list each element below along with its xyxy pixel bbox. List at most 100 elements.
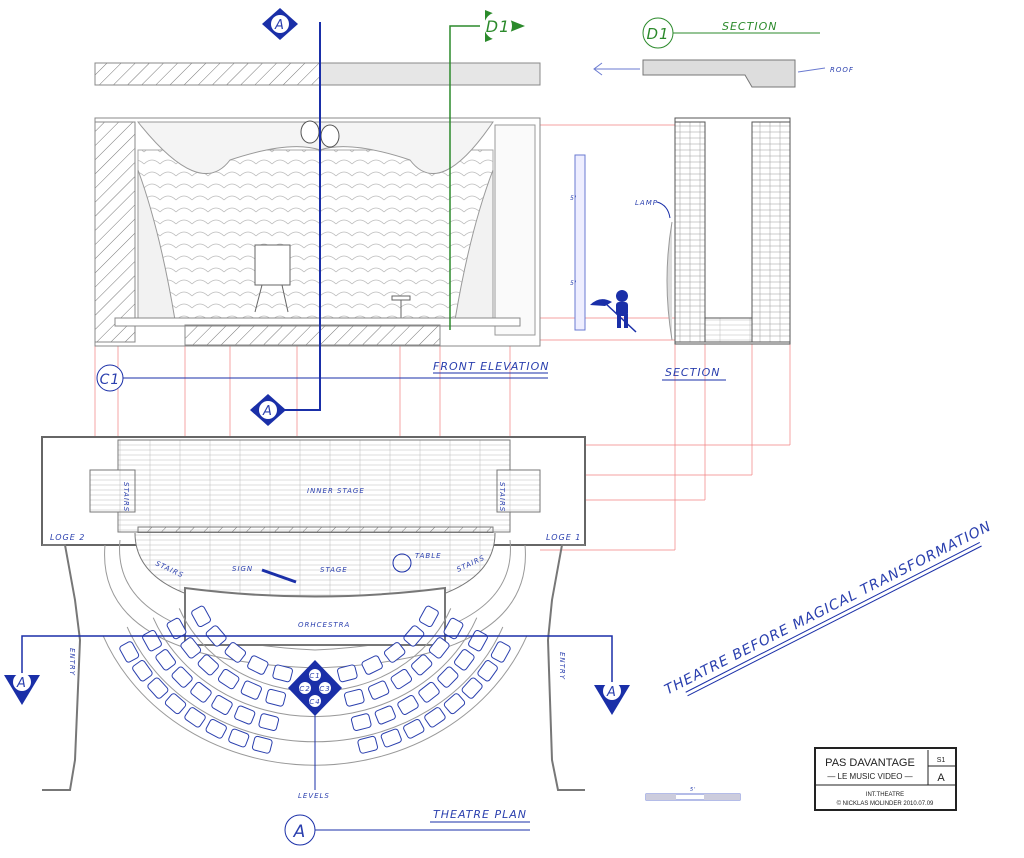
apron-hatch: [184, 324, 441, 346]
orchestra-pit: [184, 586, 446, 646]
seat: [147, 677, 169, 699]
seat: [205, 718, 227, 739]
left-wall-hatch: [94, 121, 136, 343]
seat: [265, 688, 287, 707]
seat: [272, 664, 293, 683]
title-block: PAS DAVANTAGE — LE MUSIC VIDEO — S1 A IN…: [814, 747, 957, 811]
seat: [443, 693, 466, 715]
svg-text:ENTRY: ENTRY: [68, 648, 76, 676]
svg-text:LOGE 2: LOGE 2: [50, 533, 85, 542]
svg-text:INT.THEATRE: INT.THEATRE: [866, 792, 904, 798]
seat: [224, 642, 247, 663]
svg-text:SIGN: SIGN: [232, 565, 253, 573]
svg-text:S1: S1: [937, 757, 946, 764]
headline: THEATRE BEFORE MAGICAL TRANSFORMATION: [662, 519, 994, 699]
lamp-icon: [666, 221, 673, 341]
svg-text:LAMP: LAMP: [635, 199, 658, 207]
svg-text:ORHCESTRA: ORHCESTRA: [298, 621, 350, 629]
svg-text:A: A: [16, 676, 27, 691]
svg-text:TABLE: TABLE: [415, 552, 442, 560]
scale-bar: 5': [645, 787, 741, 801]
seat: [350, 713, 372, 732]
roof-band: [94, 62, 541, 86]
svg-text:INNER STAGE: INNER STAGE: [307, 487, 365, 495]
seat: [191, 605, 211, 628]
seat: [164, 693, 187, 715]
seat: [343, 688, 365, 707]
seat: [132, 660, 153, 682]
seat: [217, 668, 240, 690]
seat: [490, 641, 511, 663]
svg-text:A: A: [293, 822, 307, 842]
left-wall: [42, 544, 82, 791]
seat: [228, 728, 250, 748]
seat: [461, 677, 483, 699]
seat: [390, 668, 413, 690]
section-title: D1 SECTION ROOF: [593, 17, 853, 88]
seat: [454, 649, 475, 671]
svg-text:5': 5': [690, 787, 697, 793]
seat: [142, 629, 162, 652]
svg-text:ENTRY: ENTRY: [558, 652, 566, 680]
seat: [180, 637, 202, 659]
seat: [419, 605, 439, 628]
seat: [234, 705, 256, 725]
svg-text:C3: C3: [319, 685, 330, 693]
theatre-masks-icon: [300, 120, 340, 148]
svg-text:STAIRS: STAIRS: [122, 482, 130, 512]
seat: [258, 713, 280, 732]
theatre-plan-label: THEATRE PLAN: [433, 808, 527, 821]
seat: [357, 735, 379, 754]
svg-text:C2: C2: [299, 685, 310, 693]
seat: [119, 641, 140, 663]
svg-text:C1: C1: [309, 672, 320, 680]
stairs-left: [89, 469, 136, 513]
seat: [428, 637, 450, 659]
seat: [468, 629, 488, 652]
seat: [247, 655, 269, 675]
seat: [374, 705, 396, 725]
seat: [171, 666, 193, 688]
levels-marker: C1 C2 C3 C4: [288, 660, 342, 716]
svg-text:A: A: [274, 18, 285, 33]
plan-title: A THEATRE PLAN: [284, 808, 530, 846]
right-wall: [546, 544, 585, 791]
seat: [361, 655, 383, 675]
seat: [197, 654, 219, 676]
seat: [211, 695, 233, 715]
table-icon: [391, 295, 411, 320]
backdrop-curtain: [137, 149, 494, 321]
svg-text:A: A: [262, 404, 273, 419]
seat: [155, 649, 176, 671]
stairs-right: [496, 469, 541, 513]
svg-text:D1: D1: [646, 25, 669, 43]
front-elevation: [94, 117, 541, 347]
front-elevation-label: FRONT ELEVATION: [433, 360, 549, 373]
svg-text:5': 5': [570, 195, 577, 202]
person-silhouette-icon: [590, 290, 637, 333]
seat: [337, 664, 358, 683]
svg-text:A: A: [606, 685, 617, 700]
plan-section-line-a: A A: [4, 635, 630, 715]
seating-rows: [102, 605, 528, 766]
seat: [477, 660, 498, 682]
scale-figure-column: [574, 154, 586, 331]
seat: [403, 718, 425, 739]
seat: [437, 666, 459, 688]
theatre-plan: INNER STAGE STAIRS STAIRS LOGE 2 LOGE 1 …: [41, 436, 586, 800]
sign-icon: [261, 568, 297, 584]
side-panel: [494, 124, 536, 336]
seat: [397, 695, 419, 715]
svg-text:— LE MUSIC VIDEO —: — LE MUSIC VIDEO —: [827, 772, 912, 781]
svg-text:C4: C4: [309, 698, 320, 706]
section-line-a: A A: [250, 8, 321, 426]
seat: [251, 735, 273, 754]
table-plan-icon: [392, 553, 412, 573]
svg-text:PAS DAVANTAGE: PAS DAVANTAGE: [825, 757, 915, 769]
svg-text:LOGE 1: LOGE 1: [546, 533, 581, 542]
seat: [184, 707, 206, 728]
seat: [240, 680, 262, 700]
seat: [383, 642, 406, 663]
seat: [190, 681, 212, 703]
